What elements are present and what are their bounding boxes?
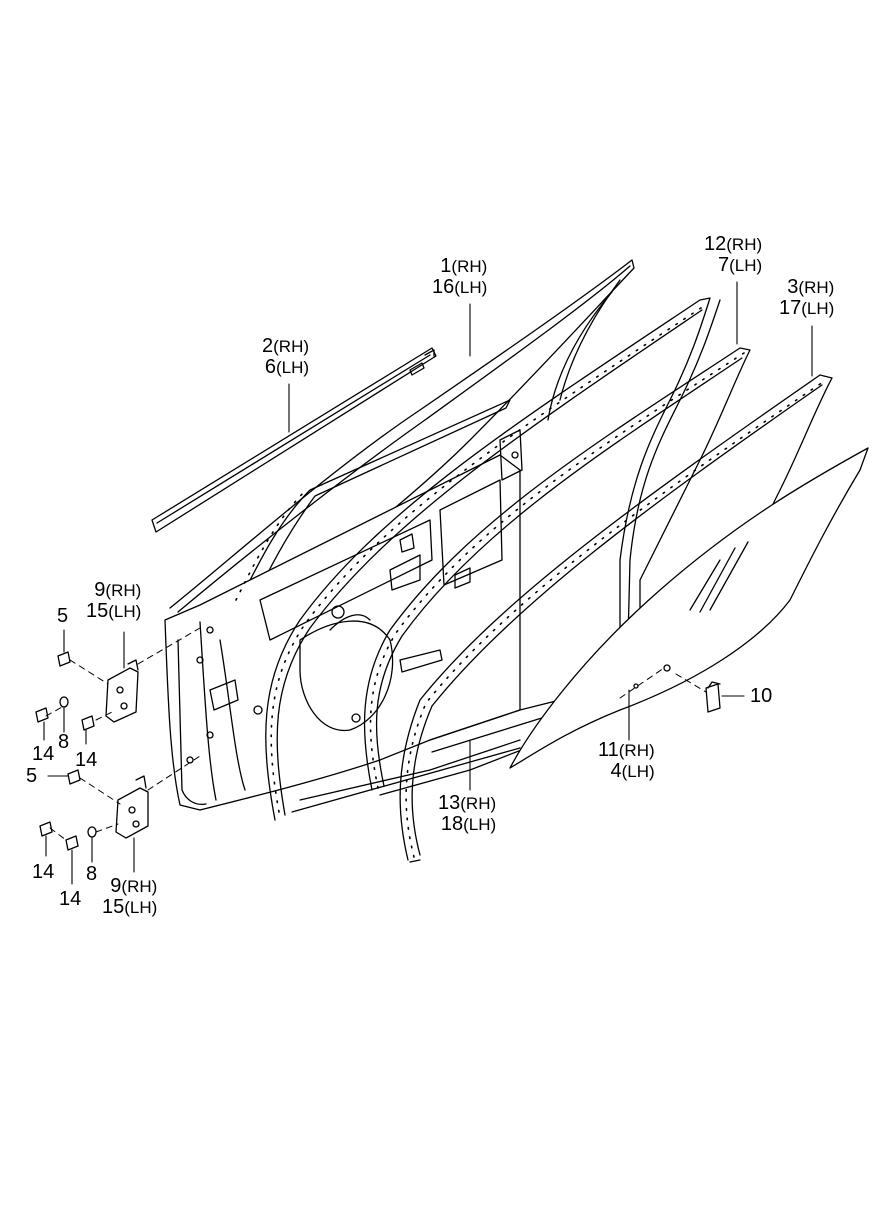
door-frame-outer — [169, 259, 635, 626]
callout-9-15-lower: 9(RH) 15(LH) — [102, 876, 157, 918]
hinge-upper — [105, 659, 139, 723]
label-bolt-14-c: 14 — [32, 861, 55, 883]
side-label: (LH) — [621, 762, 655, 781]
part-number: 4 — [610, 760, 622, 782]
side-label: (RH) — [273, 337, 310, 356]
part-number: 6 — [264, 356, 276, 378]
label-washer-8-lower: 8 — [86, 863, 98, 885]
part-number: 3 — [787, 276, 799, 298]
seal-dot-pattern — [235, 305, 827, 858]
door-moulding-strip — [151, 347, 437, 533]
part-number: 17 — [779, 297, 802, 319]
callout-11-4: 11(RH) 4(LH) — [598, 740, 655, 782]
part-number: 7 — [717, 254, 730, 276]
side-label: (LH) — [124, 898, 158, 917]
side-label: (RH) — [460, 794, 497, 813]
side-label: (LH) — [108, 602, 142, 621]
callout-9-15-upper: 9(RH) 15(LH) — [86, 580, 141, 622]
callout-3-17: 3(RH) 17(LH) — [779, 277, 834, 319]
part-number: 16 — [432, 276, 455, 298]
part-number: 13 — [438, 792, 461, 814]
side-label: (RH) — [451, 257, 488, 276]
side-label: (RH) — [121, 877, 158, 896]
label-bolt-14-b: 14 — [75, 749, 98, 771]
part-number: 12 — [704, 233, 727, 255]
part-number: 15 — [86, 600, 109, 622]
part-number: 1 — [440, 255, 452, 277]
door-inner-panel — [164, 429, 523, 811]
part-number: 11 — [598, 739, 619, 761]
fasteners — [35, 651, 97, 851]
glass-clip — [705, 681, 721, 713]
label-bolt-14-d: 14 — [59, 888, 82, 910]
callout-2-6: 2(RH) 6(LH) — [262, 336, 309, 378]
hinge-lower — [115, 775, 149, 839]
callout-13-18: 13(RH) 18(LH) — [438, 793, 496, 835]
part-number: 10 — [750, 685, 773, 707]
part-number: 15 — [102, 896, 125, 918]
part-number: 18 — [440, 813, 464, 835]
door-glass — [509, 447, 869, 769]
label-washer-8-upper: 8 — [58, 731, 70, 753]
callout-12-7: 12(RH) 7(LH) — [704, 234, 762, 276]
assembly-dashed-lines — [45, 627, 707, 841]
side-label: (LH) — [463, 815, 497, 834]
side-label: (RH) — [618, 741, 655, 760]
label-bolt-14-a: 14 — [32, 743, 55, 765]
side-label: (LH) — [729, 256, 763, 275]
side-label: (RH) — [726, 235, 763, 254]
label-bolt-5-lower: 5 — [26, 765, 38, 787]
side-label: (LH) — [275, 358, 310, 377]
part-number: 9 — [110, 875, 122, 897]
part-number: 2 — [262, 335, 274, 357]
label-bolt-5-upper: 5 — [57, 605, 69, 627]
leader-lines — [43, 281, 813, 885]
side-label: (LH) — [801, 299, 835, 318]
side-label: (RH) — [105, 581, 142, 600]
side-label: (RH) — [798, 278, 835, 297]
side-label: (LH) — [454, 278, 488, 297]
part-number: 9 — [94, 579, 106, 601]
callout-10: 10 — [750, 686, 772, 707]
callout-1-16: 1(RH) 16(LH) — [432, 256, 487, 298]
